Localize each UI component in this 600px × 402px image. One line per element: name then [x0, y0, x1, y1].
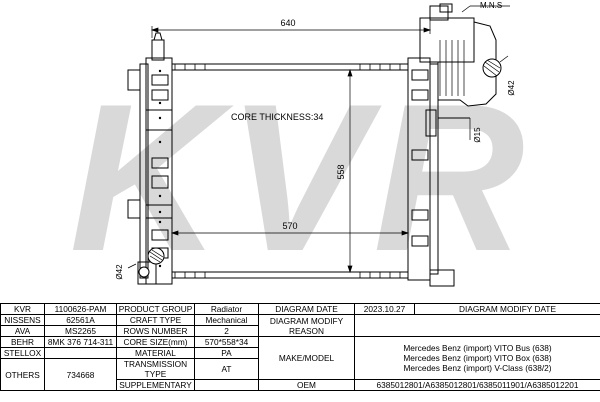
label-cell: DIAGRAM DATE — [258, 303, 355, 315]
value-cell — [194, 379, 259, 391]
label-cell: DIAGRAM MODIFY REASON — [258, 314, 355, 337]
label-cell: PRODUCT GROUP — [116, 303, 195, 315]
dim-top-width: 640 — [280, 18, 295, 28]
watermark: KVR — [69, 60, 530, 295]
spec-row: OTHERS 734668 TRANSMISSION TYPE AT — [0, 358, 600, 391]
value-cell: Mechanical — [194, 314, 259, 326]
label-cell: OEM — [258, 379, 355, 391]
spec-row: NISSENS 62561A CRAFT TYPE Mechanical DIA… — [0, 314, 600, 337]
label-cell: DIAGRAM MODIFY DATE — [414, 303, 600, 315]
code-cell: 1100626-PAM — [44, 303, 117, 315]
label-cell: MATERIAL — [116, 347, 195, 359]
dim-core-width: 570 — [282, 221, 297, 231]
oem-cell: 6385012801/A6385012801/6385011901/A63850… — [354, 379, 600, 391]
spec-row: AVA MS2265 ROWS NUMBER 2 — [0, 325, 600, 337]
core-fins — [174, 64, 401, 278]
left-tank — [127, 32, 173, 285]
model-line: Mercedes Benz (import) V-Class (638/2) — [403, 363, 552, 373]
brand-cell: NISSENS — [0, 314, 45, 326]
value-cell: 2 — [194, 325, 259, 337]
code-cell: 734668 — [44, 358, 117, 391]
brand-cell: OTHERS — [0, 358, 45, 391]
label-cell: CORE SIZE(mm) — [116, 336, 195, 348]
value-cell: PA — [194, 347, 259, 359]
dim-core-height: 558 — [336, 164, 346, 179]
right-tank — [407, 3, 502, 287]
core-thickness-label: CORE THICKNESS:34 — [231, 112, 323, 122]
label-cell: MAKE/MODEL — [258, 336, 355, 380]
bottom-outlet — [137, 247, 165, 285]
left-tank-dots — [158, 69, 162, 268]
code-cell: 62561A — [44, 314, 117, 326]
code-cell: 8MK 376 714-311 — [44, 336, 117, 348]
spec-table: KVR 1100626-PAM PRODUCT GROUP Radiator D… — [0, 303, 600, 391]
spec-row: STELLOX MATERIAL PA — [0, 347, 600, 359]
value-cell: Radiator — [194, 303, 259, 315]
brand-cell: STELLOX — [0, 347, 45, 359]
right-tank-ribs — [439, 40, 465, 96]
model-line: Mercedes Benz (import) VITO Bus (638) — [403, 343, 552, 353]
spec-row: SUPPLEMENTARY OEM 6385012801/A6385012801… — [1, 379, 600, 391]
radiator-drawing: KVR — [69, 1, 530, 295]
label-cell: SUPPLEMENTARY — [116, 379, 195, 391]
model-line: Mercedes Benz (import) VITO Box (638) — [403, 353, 552, 363]
brand-cell: BEHR — [0, 336, 45, 348]
models-cell: Mercedes Benz (import) VITO Bus (638) Me… — [354, 336, 600, 380]
value-cell — [354, 314, 600, 337]
label-cell: CRAFT TYPE — [116, 314, 195, 326]
label-cell: ROWS NUMBER — [116, 325, 195, 337]
dimension-lines — [127, 5, 510, 274]
dim-tank-diameter: Ø42 — [507, 80, 516, 96]
brand-cell: AVA — [0, 325, 45, 337]
code-cell — [44, 347, 117, 359]
value-cell: 570*558*34 — [194, 336, 259, 348]
dim-bottom-diameter: Ø42 — [115, 264, 124, 280]
label-cell: TRANSMISSION TYPE — [116, 358, 195, 380]
value-cell: AT — [194, 358, 259, 380]
brand-cell: KVR — [0, 303, 45, 315]
spec-row: KVR 1100626-PAM PRODUCT GROUP Radiator D… — [0, 303, 600, 315]
maker-tag: M.N.S — [480, 1, 502, 10]
code-cell: MS2265 — [44, 325, 117, 337]
dim-port-diameter: Ø15 — [473, 127, 482, 143]
spec-row: BEHR 8MK 376 714-311 CORE SIZE(mm) 570*5… — [0, 336, 600, 380]
value-cell: 2023.10.27 — [354, 303, 415, 315]
